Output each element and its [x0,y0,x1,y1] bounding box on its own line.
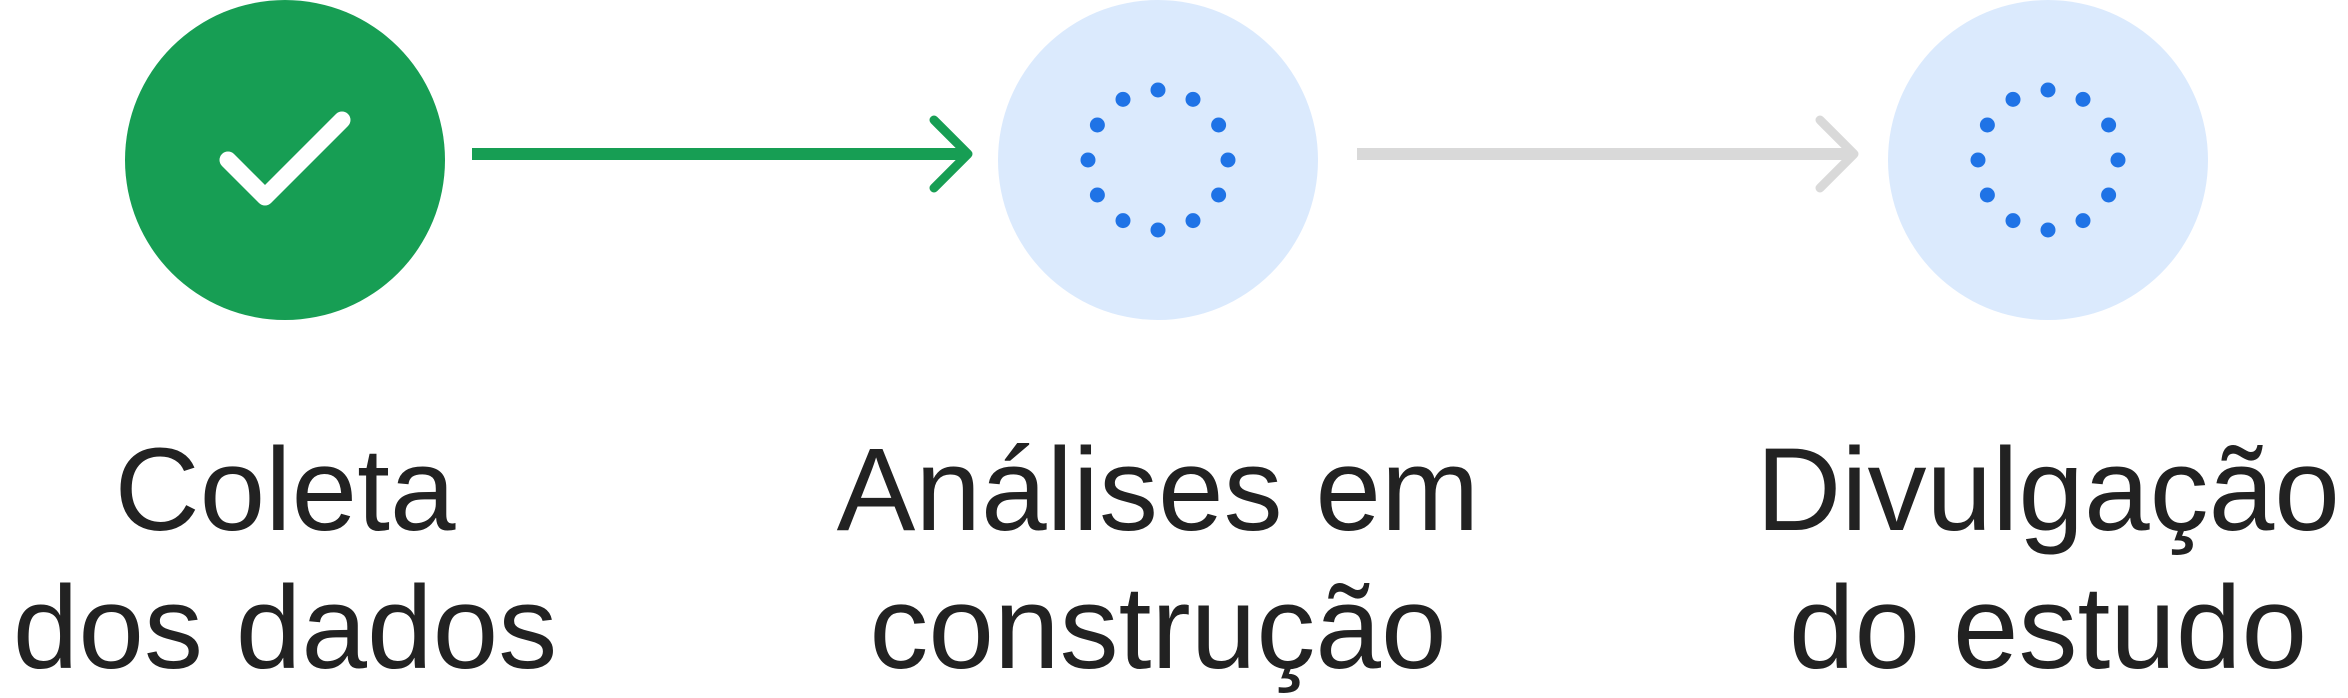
connector-2-arrow [1357,115,1859,193]
loading-dot [2040,82,2056,98]
arrow-head-icon [929,115,973,193]
loading-dot [2075,213,2091,229]
loading-dot [2110,152,2126,168]
loading-dot [2005,91,2021,107]
loading-dot [1185,213,1201,229]
loading-dot [1089,117,1105,133]
step-2-label-line2: construção [869,562,1446,694]
loading-dot [1185,91,1201,107]
arrow-head-icon [1815,115,1859,193]
check-icon [219,111,351,206]
step-1-label-line2: dos dados [13,562,558,694]
loading-dots-icon [1080,82,1236,238]
step-2-circle [998,0,1318,320]
loading-dot [1115,91,1131,107]
loading-dots-icon [1970,82,2126,238]
connector-1-arrow [472,115,973,193]
loading-dot [1211,117,1227,133]
loading-dot [1220,152,1236,168]
loading-dot [2040,222,2056,238]
loading-dot [1979,117,1995,133]
loading-dot [1115,213,1131,229]
loading-dot [1979,187,1995,203]
step-3-label-line2: do estudo [1789,562,2307,694]
step-3-circle [1888,0,2208,320]
step-2-label-line1: Análises em [837,424,1480,556]
step-1-label-line1: Coleta [114,424,455,556]
loading-dot [1211,187,1227,203]
loading-dot [2005,213,2021,229]
loading-dot [2101,187,2117,203]
loading-dot [1970,152,1986,168]
loading-dot [1150,82,1166,98]
step-1-node [125,0,445,320]
step-2-node [998,0,1318,320]
step-3-node [1888,0,2208,320]
loading-dot [1150,222,1166,238]
loading-dot [2075,91,2091,107]
loading-dot [1089,187,1105,203]
step-1-circle [125,0,445,320]
step-3-label-line1: Divulgação [1756,424,2340,556]
loading-dot [2101,117,2117,133]
loading-dot [1080,152,1096,168]
